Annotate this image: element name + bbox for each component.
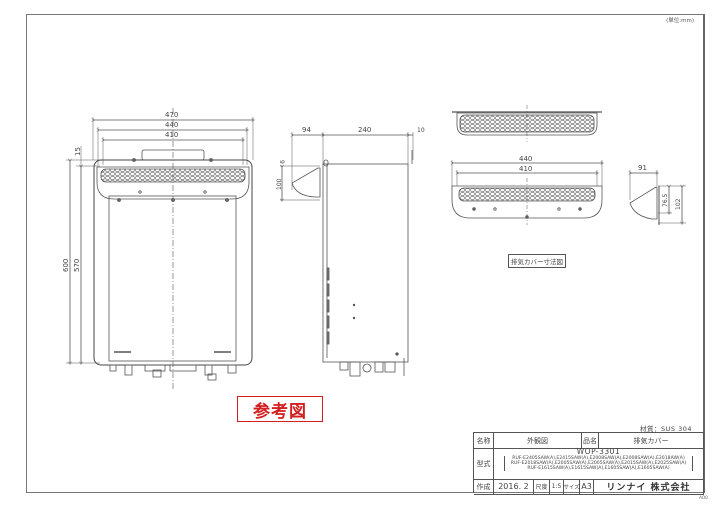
cover-side-view (630, 170, 686, 225)
model-list: RUF-E2405SAW(A),E2415SAW(A),E2008SAW(A),… (504, 456, 693, 471)
dim-cover-depth-91: 91 (638, 164, 647, 172)
product-value: 排気カバー (599, 433, 704, 448)
title-block: 名称 外観図 品名 排気カバー 型式 WOP-3301 RUF-E2405SAW… (473, 432, 704, 495)
company-name: リンナイ 株式会社 (594, 479, 704, 494)
model-code: WOP-3301 (576, 447, 621, 456)
dim-body-height: 570 (73, 259, 81, 272)
size-label: サイズ (563, 479, 580, 494)
front-view (66, 108, 253, 390)
title-row-model: 型式 WOP-3301 RUF-E2405SAW(A),E2415SAW(A),… (474, 448, 704, 480)
dim-top-offset: 15 (74, 147, 82, 156)
dim-rear-gap: 10 (417, 127, 425, 134)
dim-cover-height-outer: 102 (675, 198, 682, 210)
dim-overall-width: 470 (165, 111, 178, 119)
model-label: 型式 (474, 448, 494, 479)
front-view-dimension-labels: 470 440 410 15 600 570 (62, 111, 178, 272)
cover-front-dimension-labels: 440 410 (519, 155, 532, 173)
dim-cover-depth: 94 (302, 126, 311, 134)
cover-detail-caption: 排気カバー寸法図 (508, 254, 566, 268)
name-value: 外観図 (494, 433, 582, 448)
model-line: RUF-E2405SAW(A),E2415SAW(A),E2008SAW(A),… (512, 456, 685, 461)
cover-top-view (452, 105, 602, 142)
name-label: 名称 (474, 433, 494, 448)
cover-front-view (452, 160, 602, 225)
dim-body-depth: 240 (358, 126, 371, 134)
created-label: 作成 (474, 479, 494, 494)
reference-drawing-stamp: 参考図 (237, 396, 323, 422)
material-note: 材質：SUS 304 (640, 425, 692, 433)
dim-inner-width: 440 (165, 121, 178, 129)
model-info: WOP-3301 RUF-E2405SAW(A),E2415SAW(A),E20… (494, 448, 704, 479)
dim-cover-height: 100 (276, 178, 283, 190)
dim-cover-width-inner: 410 (519, 165, 532, 173)
scale-value: 1:5 (550, 479, 564, 494)
drawing-sheet-border (26, 14, 705, 493)
created-value: 2016. 2 (494, 479, 534, 494)
side-view-dimension-labels: 94 240 10 9 100 (276, 126, 425, 190)
dim-top-gap: 9 (278, 160, 285, 164)
dim-overall-height: 600 (62, 259, 70, 272)
title-row-name: 名称 外観図 品名 排気カバー (474, 433, 704, 449)
title-row-meta: 作成 2016. 2 尺度 1:5 サイズ A3 リンナイ 株式会社 (474, 479, 704, 495)
dim-cover-height-inner: 76.5 (662, 193, 669, 207)
scale-label: 尺度 (534, 479, 550, 494)
dim-cover-width: 410 (165, 131, 178, 139)
size-value: A3 (580, 479, 594, 494)
dim-cover-width-outer: 440 (519, 155, 532, 163)
cover-side-dimension-labels: 91 76.5 102 (638, 164, 682, 210)
model-line: RUF-E2018SAW(A),E2005SAW(A),E2005SAW(A),… (510, 461, 687, 466)
sheet-code: A00 (699, 496, 708, 501)
unit-note: (単位:mm) (666, 18, 694, 24)
model-line: RUF-E1615SAW(A),E1615SAW(A),E1605SAW(A),… (527, 466, 670, 471)
side-view (280, 132, 414, 377)
product-label: 品名 (582, 433, 599, 448)
